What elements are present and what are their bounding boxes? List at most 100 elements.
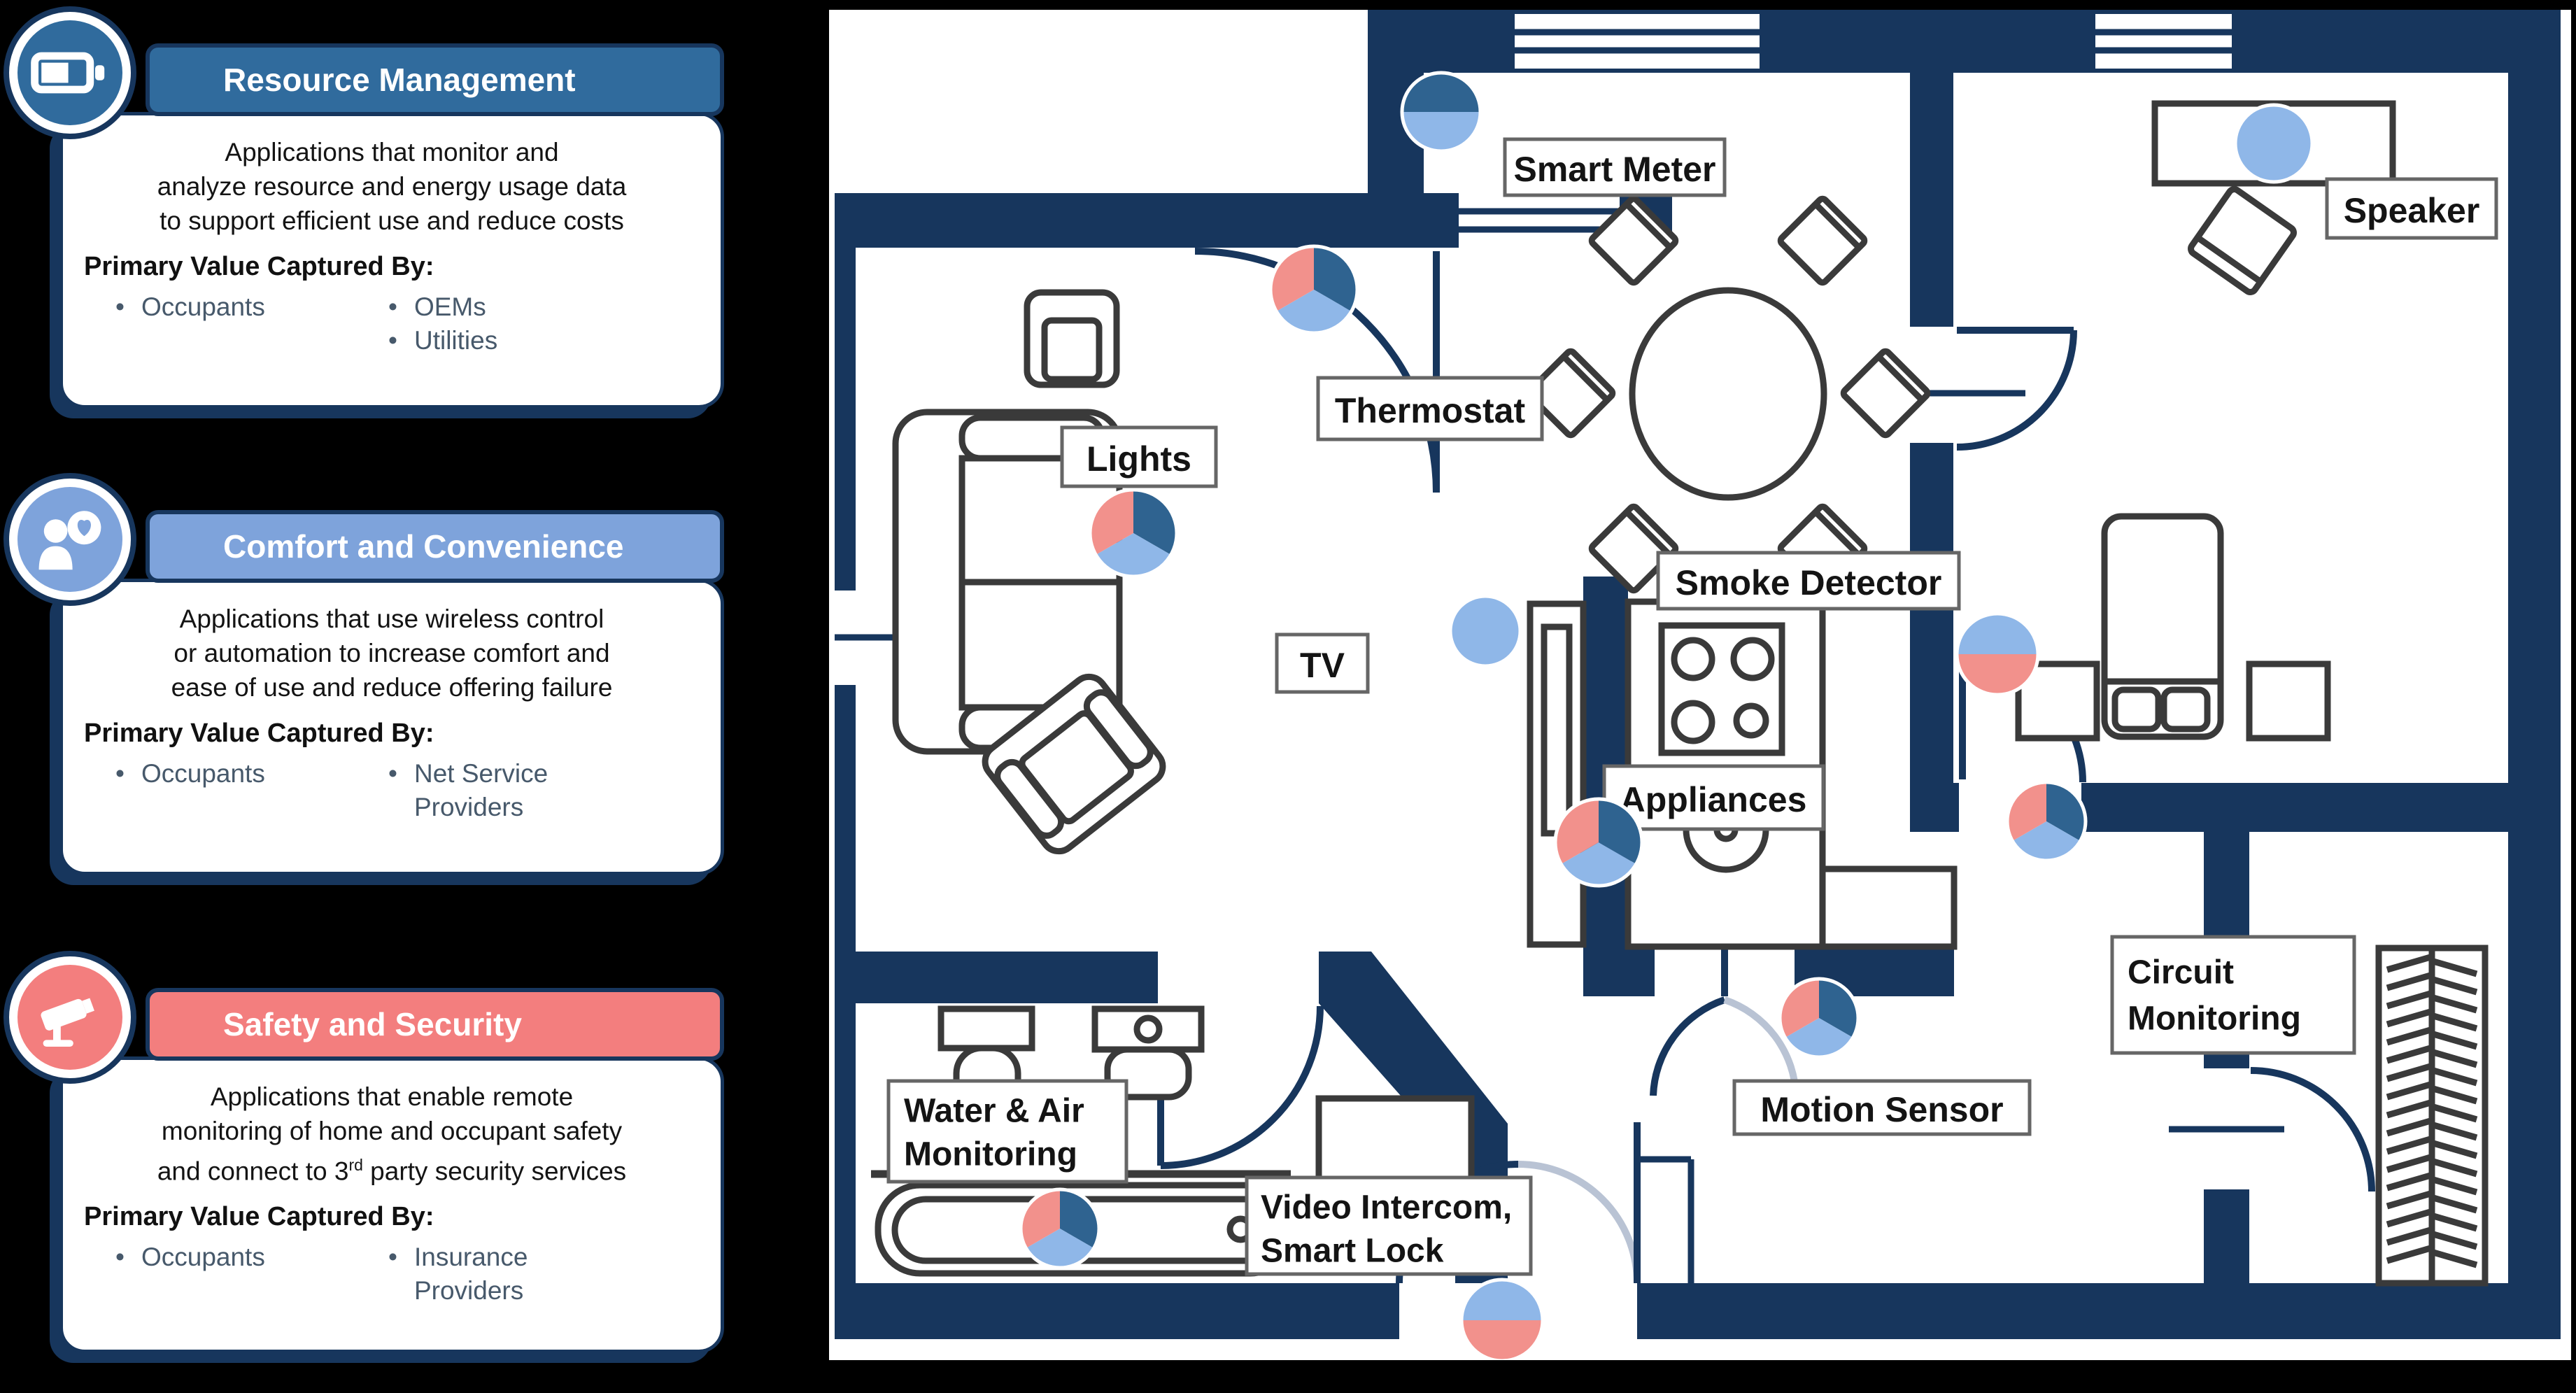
svg-text:Circuit: Circuit — [2128, 954, 2234, 991]
card-header-resource-management: Resource Management — [146, 43, 724, 116]
device-label-appliances: Appliances — [1602, 764, 1825, 831]
device-circuit-monitoring: Circuit Monitoring — [2005, 780, 2356, 1055]
device-marker-video-intercom-smart-lock — [1459, 1278, 1545, 1360]
beneficiary-list: •Occupants •Insurance Providers — [63, 1240, 721, 1331]
kitchen-island — [1819, 865, 1958, 950]
device-marker-smoke-detector — [1955, 611, 2040, 697]
floorplan: Smart Meter Thermostat Lights — [829, 10, 2571, 1360]
primary-value-label: Primary Value Captured By: — [84, 719, 434, 748]
svg-text:Video Intercom,: Video Intercom, — [1261, 1189, 1512, 1226]
device-video-intercom-smart-lock: Video Intercom, Smart Lock — [1245, 1175, 1545, 1360]
pillow — [2111, 686, 2162, 733]
device-marker-thermostat — [1268, 244, 1359, 335]
svg-text:Monitoring: Monitoring — [904, 1136, 1077, 1173]
bullet-icon: • — [388, 292, 397, 321]
card-header-safety-and-security: Safety and Security — [146, 988, 724, 1061]
device-label-smoke-detector: Smoke Detector — [1656, 551, 1961, 611]
beneficiary-list: •Occupants •OEMs •Utilities — [63, 290, 721, 381]
svg-text:Motion Sensor: Motion Sensor — [1760, 1090, 2003, 1129]
bullet-icon: • — [388, 326, 397, 355]
svg-text:Smart Lock: Smart Lock — [1261, 1233, 1444, 1270]
svg-text:Smart Meter: Smart Meter — [1514, 150, 1716, 189]
device-motion-sensor: Motion Sensor — [1732, 977, 2032, 1136]
card-header-comfort-and-convenience: Comfort and Convenience — [146, 510, 724, 583]
device-label-tv: TV — [1275, 632, 1370, 694]
people-heart-icon-glyph — [38, 511, 101, 570]
svg-text:Appliances: Appliances — [1620, 780, 1807, 819]
device-label-circuit-monitoring: Circuit Monitoring — [2110, 935, 2356, 1055]
list-item: •Occupants — [115, 757, 346, 791]
device-label-thermostat: Thermostat — [1316, 376, 1544, 441]
svg-text:Smoke Detector: Smoke Detector — [1676, 563, 1942, 602]
armchair-angled — [982, 673, 1166, 855]
list-item: •Occupants — [115, 290, 346, 324]
device-label-water-air-monitoring: Water & Air Monitoring — [886, 1079, 1128, 1184]
device-marker-lights — [1088, 488, 1179, 579]
svg-text:Lights: Lights — [1087, 439, 1191, 479]
door-stair-room — [2169, 1067, 2375, 1192]
window-top-bedroom — [2095, 14, 2232, 69]
security-camera-icon — [3, 951, 136, 1084]
pillow — [2160, 686, 2211, 733]
card-body-comfort-and-convenience: Applications that use wireless control o… — [59, 579, 724, 875]
nightstand-left — [2015, 660, 2100, 742]
device-marker-water-air-monitoring — [1019, 1187, 1101, 1270]
device-smart-meter: Smart Meter — [1400, 71, 1727, 197]
battery-icon — [3, 6, 136, 139]
card-description: Applications that enable remote monitori… — [63, 1080, 721, 1188]
device-marker-circuit-monitoring — [2005, 780, 2088, 863]
nightstand-right — [2246, 660, 2331, 742]
bullet-icon: • — [115, 1243, 125, 1272]
card-title: Comfort and Convenience — [223, 528, 624, 565]
device-marker-appliances — [1553, 797, 1644, 888]
device-marker-motion-sensor — [1778, 977, 1860, 1059]
primary-value-label: Primary Value Captured By: — [84, 1202, 434, 1232]
device-label-lights: Lights — [1060, 425, 1218, 488]
bed — [2101, 513, 2224, 740]
card-title: Resource Management — [223, 62, 576, 98]
card-body-safety-and-security: Applications that enable remote monitori… — [59, 1056, 724, 1353]
bullet-icon: • — [388, 759, 397, 788]
devices: Smart Meter Thermostat Lights — [886, 71, 2498, 1360]
window-living-left — [835, 591, 905, 685]
beneficiary-list: •Occupants •Net Service Providers — [63, 757, 721, 848]
window-top-dining — [1515, 14, 1760, 69]
device-label-video-intercom-smart-lock: Video Intercom, Smart Lock — [1245, 1175, 1533, 1276]
people-heart-icon — [3, 473, 136, 606]
superscript-line: and connect to 3rd party security servic… — [157, 1156, 627, 1186]
bullet-icon: • — [115, 759, 125, 788]
device-water-air-monitoring: Water & Air Monitoring — [886, 1079, 1128, 1270]
device-lights: Lights — [1060, 425, 1218, 579]
entry-closet-lines — [1637, 1156, 1694, 1283]
device-tv: TV — [1275, 594, 1522, 694]
svg-text:Speaker: Speaker — [2344, 191, 2480, 230]
device-thermostat: Thermostat — [1268, 244, 1544, 441]
card-title: Safety and Security — [223, 1006, 522, 1042]
tv-console — [1527, 600, 1587, 948]
svg-text:Water & Air: Water & Air — [904, 1093, 1084, 1130]
svg-text:Thermostat: Thermostat — [1335, 391, 1526, 430]
device-speaker: Speaker — [2233, 103, 2498, 240]
dining-table — [1629, 287, 1827, 501]
window-living-top — [1459, 193, 1620, 248]
list-item: •Insurance Providers — [388, 1240, 626, 1308]
stairs — [2375, 945, 2489, 1287]
device-marker-speaker — [2233, 103, 2314, 184]
svg-text:Monitoring: Monitoring — [2128, 1000, 2301, 1038]
device-marker-tv — [1448, 594, 1522, 668]
bathroom-sink — [1091, 1005, 1205, 1101]
list-item: •Occupants — [115, 1240, 346, 1274]
armchair — [1024, 289, 1120, 388]
bullet-icon: • — [388, 1243, 397, 1272]
list-item: •OEMs — [388, 290, 626, 324]
device-appliances: Appliances — [1553, 764, 1825, 888]
list-item: •Utilities — [388, 324, 626, 358]
battery-icon-glyph — [31, 52, 105, 94]
primary-value-label: Primary Value Captured By: — [84, 252, 434, 281]
device-smoke-detector: Smoke Detector — [1656, 551, 2040, 697]
device-marker-smart-meter — [1400, 71, 1482, 153]
bullet-icon: • — [115, 292, 125, 321]
list-item: •Net Service Providers — [388, 757, 626, 824]
security-camera-icon-glyph — [41, 998, 94, 1047]
